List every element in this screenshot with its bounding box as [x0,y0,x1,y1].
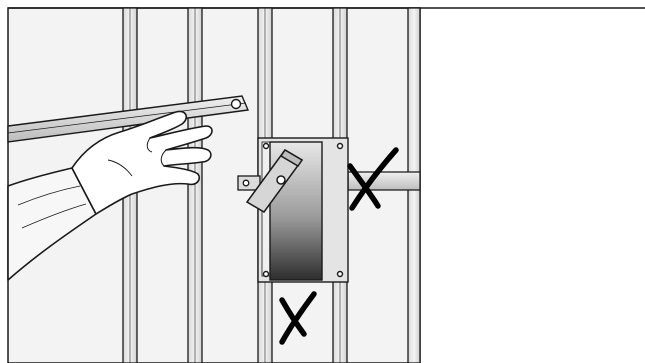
mounting-plate [258,138,348,282]
